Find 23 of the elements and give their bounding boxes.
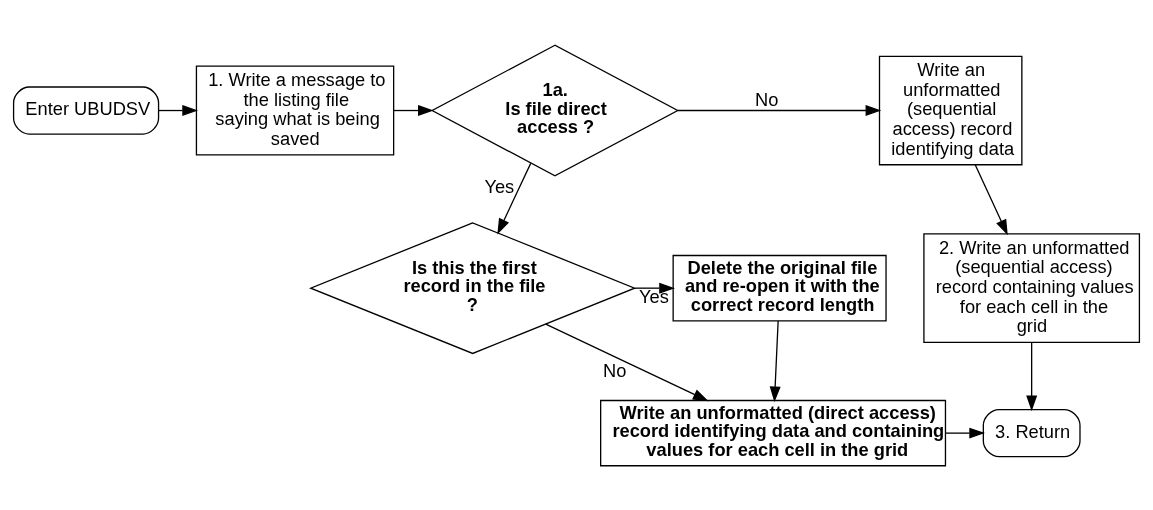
edge-label: Yes (484, 175, 515, 197)
edge-label: Yes (639, 285, 669, 307)
arrow (634, 282, 675, 294)
node-box: 1. Write a message to the listing file saying what is being saved (195, 64, 395, 156)
arrow (945, 427, 985, 439)
arrow (1026, 341, 1038, 411)
arrow (545, 322, 709, 401)
node-box: 2. Write an unformatted (sequential access) record containing values for each cell in the grid (923, 232, 1141, 343)
arrow (974, 163, 1008, 235)
arrow (393, 104, 434, 116)
edge-label: No (603, 359, 627, 381)
arrow (769, 319, 781, 402)
node-box: Write an unformatted (direct access) record identifying data and containing values for each cell in the grid (600, 399, 947, 466)
arrow (158, 104, 198, 116)
node-box: Delete the original file and re-open it with the correct record length (672, 254, 887, 321)
node-diamond: Is this the first record in the file ? (308, 221, 637, 354)
node-diamond: 1a. Is file direct access ? (430, 43, 680, 177)
arrow (497, 162, 532, 234)
arrow (677, 104, 882, 116)
node-box: Write an unformatted (sequential access) record identifying data (878, 55, 1023, 165)
edge-label: No (754, 88, 779, 110)
node-box: 3. Return (982, 408, 1081, 457)
node-box: Enter UBUDSV (12, 85, 160, 135)
